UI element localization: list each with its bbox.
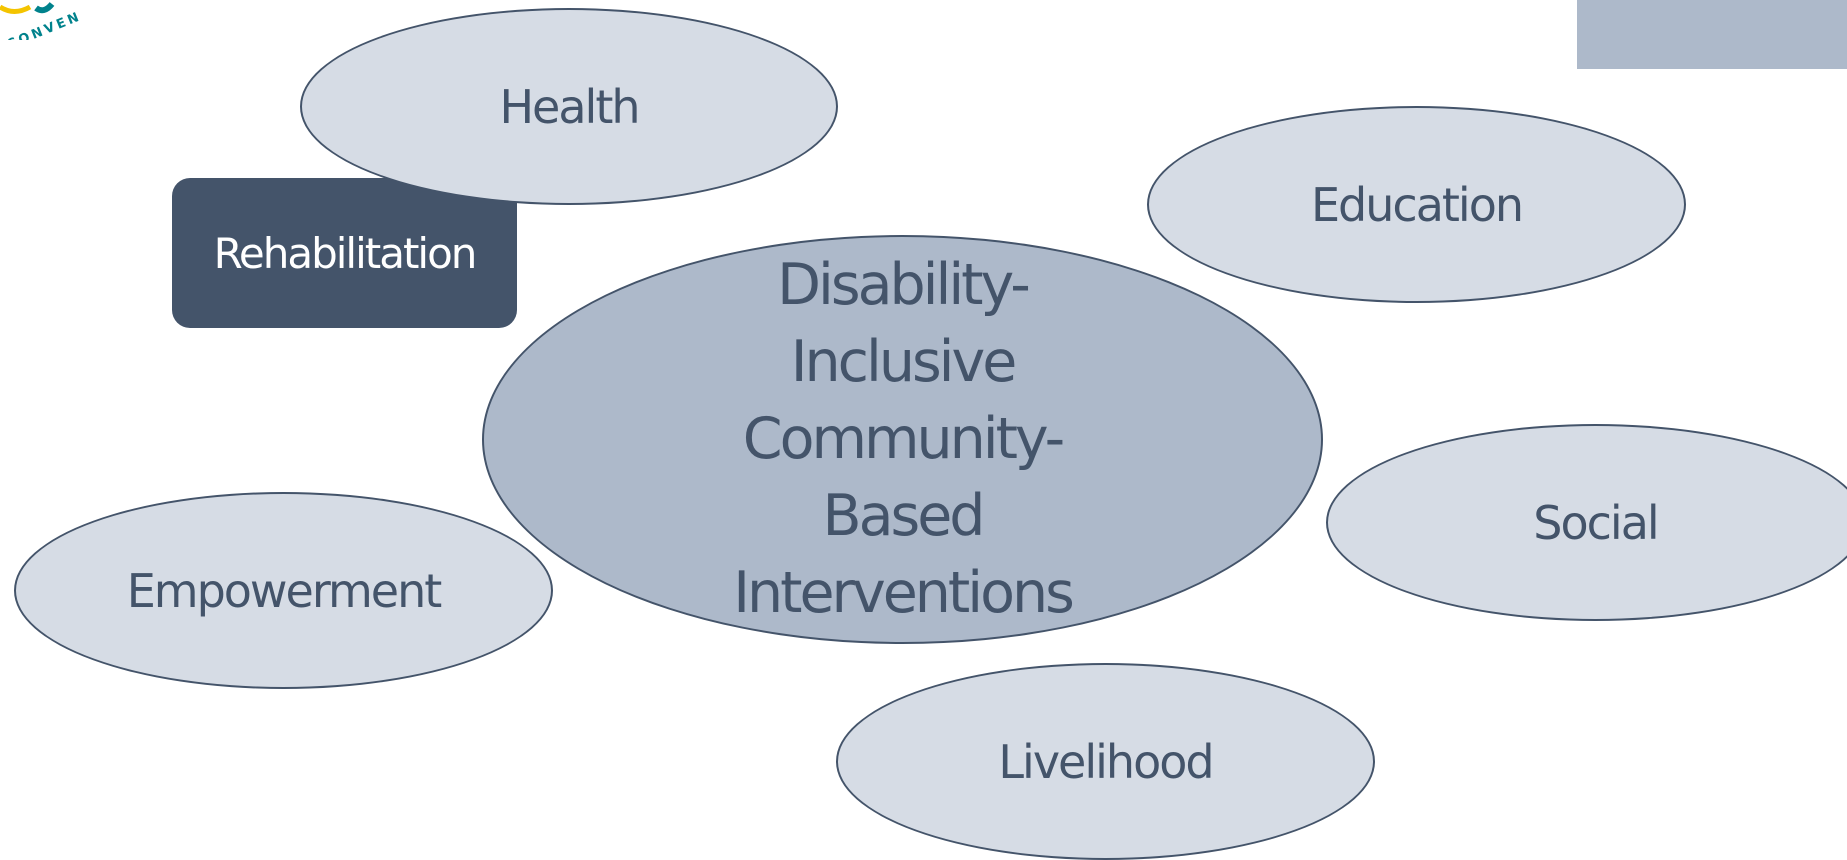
social-label: Social bbox=[1533, 495, 1659, 550]
logo-arc-teal bbox=[34, 2, 55, 14]
center-line-1: Disability-Inclusive bbox=[777, 252, 1031, 395]
logo-arc-yellow bbox=[0, 4, 32, 14]
health-node: Health bbox=[300, 8, 838, 205]
corner-decoration bbox=[1577, 0, 1847, 69]
rehabilitation-label: Rehabilitation bbox=[213, 228, 478, 278]
rehabilitation-box: Rehabilitation bbox=[172, 178, 517, 328]
health-label: Health bbox=[499, 79, 640, 134]
empowerment-node: Empowerment bbox=[14, 492, 553, 689]
center-node: Disability-Inclusive Community-Based Int… bbox=[482, 235, 1323, 644]
center-line-3: Interventions bbox=[733, 560, 1075, 626]
logo: CONVEN bbox=[0, 2, 84, 40]
center-line-2: Community-Based bbox=[742, 406, 1065, 549]
center-title: Disability-Inclusive Community-Based Int… bbox=[683, 247, 1123, 632]
education-node: Education bbox=[1147, 106, 1686, 303]
education-label: Education bbox=[1310, 177, 1524, 232]
livelihood-node: Livelihood bbox=[836, 663, 1375, 860]
empowerment-label: Empowerment bbox=[126, 563, 443, 618]
livelihood-label: Livelihood bbox=[998, 734, 1214, 789]
social-node: Social bbox=[1326, 424, 1847, 621]
